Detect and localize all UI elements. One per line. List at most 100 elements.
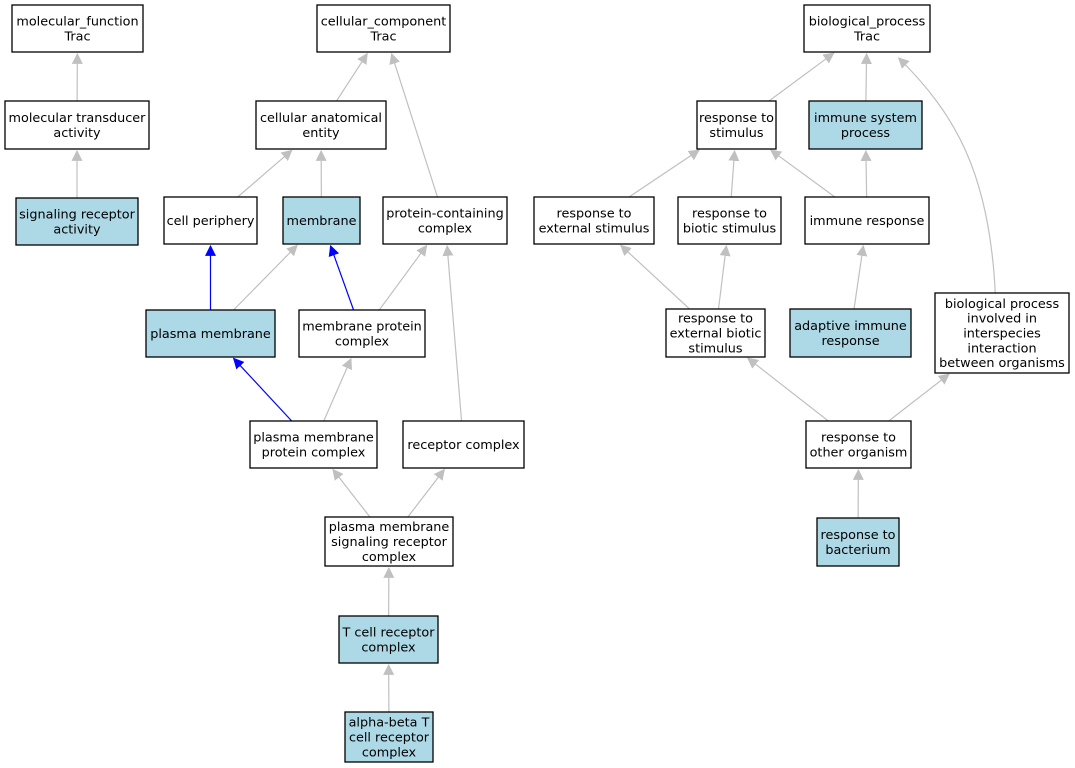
node-label-line: interspecies	[963, 327, 1041, 342]
edge-bpii-to-bp	[897, 57, 996, 294]
node-label-line: cell periphery	[167, 214, 255, 229]
edge-rebs-to-res	[620, 244, 690, 310]
node-label-line: alpha-beta T	[349, 716, 430, 731]
edge-ir-to-isp	[860, 149, 872, 198]
edge-cae-to-cc	[336, 52, 368, 102]
node-box	[338, 615, 439, 664]
node-label-line: cellular anatomical	[260, 111, 382, 126]
node-label-line: Trac	[63, 29, 90, 44]
node-label-line: complex	[418, 221, 473, 236]
node-label-line: cellular_component	[321, 15, 447, 30]
node-label-line: biotic stimulus	[683, 221, 777, 236]
node-box	[15, 197, 139, 246]
node-label-line: stimulus	[709, 126, 763, 141]
node-label-line: membrane	[286, 214, 356, 229]
edge-res-to-rts	[628, 149, 700, 198]
edge-rc-to-pcc	[442, 244, 463, 422]
edge-pmpc-to-pm	[232, 357, 293, 422]
node-box	[324, 516, 454, 567]
edges	[71, 52, 996, 713]
node-label-line: stimulus	[688, 341, 742, 356]
node-label-line: involved in	[967, 312, 1037, 327]
node-label-line: response	[821, 334, 879, 349]
edge-cp-to-cae	[237, 149, 293, 198]
edge-mpc-to-pcc	[378, 244, 428, 311]
node-rc[interactable]: receptor complex	[402, 420, 525, 469]
node-label-line: molecular transducer	[9, 111, 147, 126]
node-label-line: complex	[362, 745, 417, 760]
node-box	[4, 100, 150, 150]
node-box	[696, 100, 777, 150]
node-label-line: response to	[556, 207, 631, 222]
edge-rts-to-bp	[768, 52, 835, 102]
edge-rbs-to-rts	[728, 149, 740, 198]
node-box	[402, 420, 525, 469]
node-label-line: activity	[53, 222, 101, 237]
node-label-line: plasma membrane	[150, 327, 271, 342]
node-ir[interactable]: immune response	[804, 196, 930, 245]
edge-pcc-to-cc	[389, 52, 439, 198]
node-label-line: signaling receptor	[19, 208, 135, 223]
node-label-line: between organisms	[939, 356, 1065, 371]
node-label-line: adaptive immune	[794, 319, 907, 334]
node-label-line: response to	[678, 312, 753, 327]
node-label-line: complex	[335, 334, 390, 349]
node-label-line: cell receptor	[349, 731, 430, 746]
node-box	[789, 308, 912, 358]
edge-pmpc-to-mpc	[323, 357, 353, 422]
node-label-line: biological_process	[809, 15, 926, 30]
edge-roo-to-bpii	[888, 373, 950, 422]
node-label-line: plasma membrane	[253, 431, 374, 446]
node-box	[804, 196, 930, 245]
node-label-line: interaction	[967, 341, 1036, 356]
node-label-line: protein-containing	[386, 207, 503, 222]
node-label-line: entity	[302, 126, 340, 141]
node-label-line: immune response	[810, 214, 925, 229]
node-box	[934, 292, 1070, 374]
node-mem[interactable]: membrane	[282, 196, 361, 245]
edge-ir-to-rts	[770, 149, 836, 198]
node-pm[interactable]: plasma membrane	[145, 309, 276, 358]
node-label-line: process	[841, 126, 891, 141]
node-box	[805, 420, 912, 469]
node-box	[803, 4, 931, 53]
node-label-line: response to	[699, 111, 774, 126]
node-label-line: response to	[821, 431, 896, 446]
node-cp[interactable]: cell periphery	[163, 196, 258, 245]
node-label-line: activity	[53, 126, 101, 141]
node-box	[382, 196, 508, 245]
edge-air-to-ir	[853, 244, 868, 310]
node-label-line: protein complex	[262, 445, 366, 460]
edge-pmsrc-to-rc	[407, 468, 445, 518]
node-label-line: plasma membrane	[329, 520, 450, 535]
node-box	[145, 309, 276, 358]
node-box	[298, 309, 426, 358]
node-box	[282, 196, 361, 245]
node-label-line: molecular_function	[16, 15, 138, 30]
node-label-line: membrane protein	[302, 320, 422, 335]
node-label-line: immune system	[814, 111, 917, 126]
